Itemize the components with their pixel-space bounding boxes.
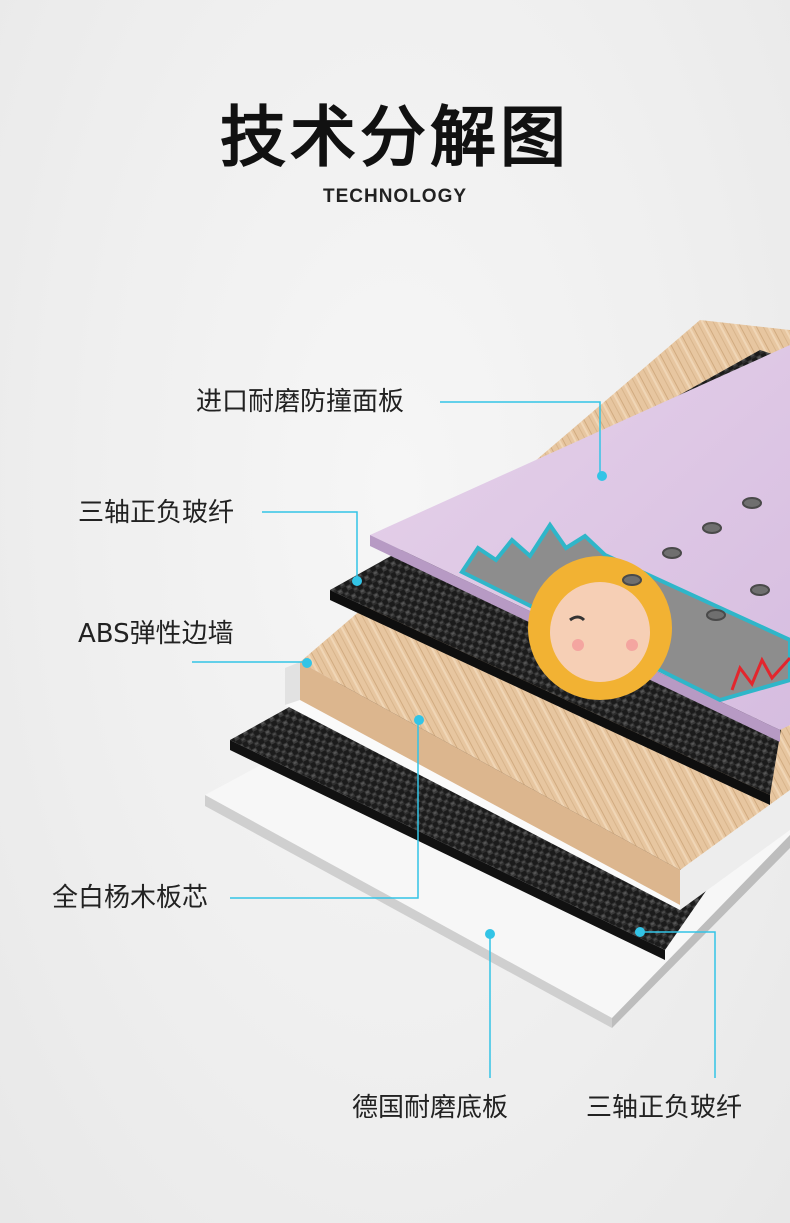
callout-line-upper-fiber bbox=[262, 512, 357, 580]
callout-dot-top-panel bbox=[597, 471, 607, 481]
label-wood-core: 全白杨木板芯 bbox=[52, 882, 208, 914]
callout-dot-wood-core bbox=[414, 715, 424, 725]
label-top-panel: 进口耐磨防撞面板 bbox=[196, 386, 404, 418]
callout-dot-base bbox=[485, 929, 495, 939]
callout-dot-lower-fiber bbox=[635, 927, 645, 937]
callout-dot-abs-wall bbox=[302, 658, 312, 668]
label-abs-wall: ABS弹性边墙 bbox=[78, 618, 234, 650]
label-upper-fiber: 三轴正负玻纤 bbox=[78, 497, 234, 529]
label-base: 德国耐磨底板 bbox=[352, 1092, 508, 1124]
lion-graphic bbox=[528, 556, 672, 700]
label-lower-fiber: 三轴正负玻纤 bbox=[586, 1092, 742, 1124]
callout-dot-upper-fiber bbox=[352, 576, 362, 586]
